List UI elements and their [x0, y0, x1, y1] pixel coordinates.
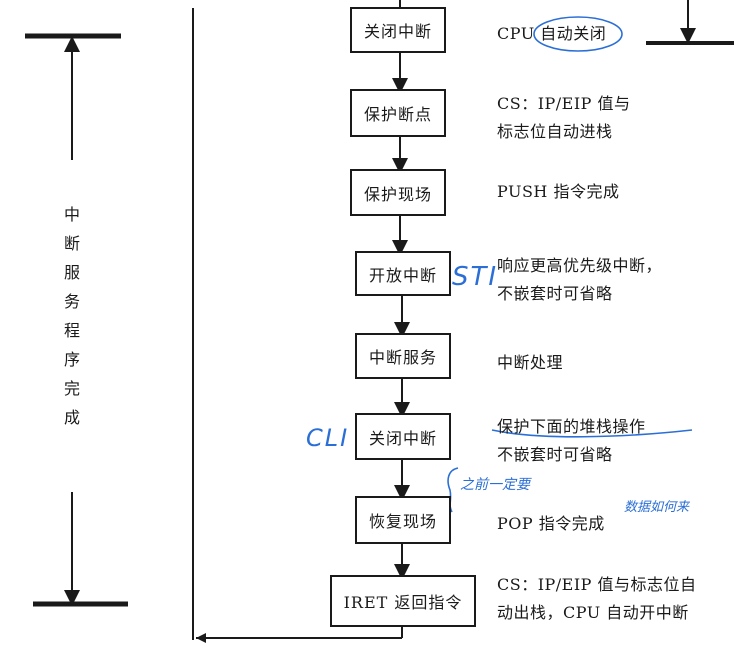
- handwritten-sti: STI: [452, 262, 499, 292]
- step-arrows: [392, 0, 410, 580]
- step-box-close-interrupt-1: 关闭中断: [350, 7, 446, 53]
- side-label-service-complete: 中 断 服 务 程 序 完 成: [63, 205, 80, 427]
- step-box-restore-context: 恢复现场: [355, 496, 451, 544]
- handwritten-note-before: 之前一定要: [460, 477, 530, 493]
- desc-save-context: PUSH 指令完成: [497, 182, 620, 201]
- handwritten-note-data: 数据如何来: [624, 500, 690, 515]
- desc-iret: CS：IP/EIP 值与标志位自 动出栈，CPU 自动开中断: [497, 575, 697, 622]
- step-box-interrupt-service: 中断服务: [355, 333, 451, 379]
- return-arrowhead: [196, 633, 206, 643]
- step-box-save-context: 保护现场: [350, 169, 446, 216]
- step-box-close-interrupt-2: 关闭中断: [355, 413, 451, 460]
- step-box-save-breakpoint: 保护断点: [350, 89, 446, 137]
- desc-enable-interrupt: 响应更高优先级中断， 不嵌套时可省略: [497, 256, 663, 303]
- desc-close-interrupt-2: 保护下面的堆栈操作 不嵌套时可省略: [497, 417, 646, 464]
- desc-restore-context: POP 指令完成: [497, 514, 605, 533]
- step-box-enable-interrupt: 开放中断: [355, 251, 451, 296]
- circle-auto-close: [533, 16, 623, 52]
- strike-stack-op: [491, 429, 693, 438]
- step-box-iret: IRET 返回指令: [330, 575, 476, 627]
- handwritten-cli: CLI: [306, 424, 350, 452]
- desc-close-interrupt-1: CPU 自动关闭: [497, 24, 607, 43]
- desc-interrupt-service: 中断处理: [497, 353, 564, 372]
- desc-save-breakpoint: CS：IP/EIP 值与 标志位自动进栈: [497, 94, 631, 141]
